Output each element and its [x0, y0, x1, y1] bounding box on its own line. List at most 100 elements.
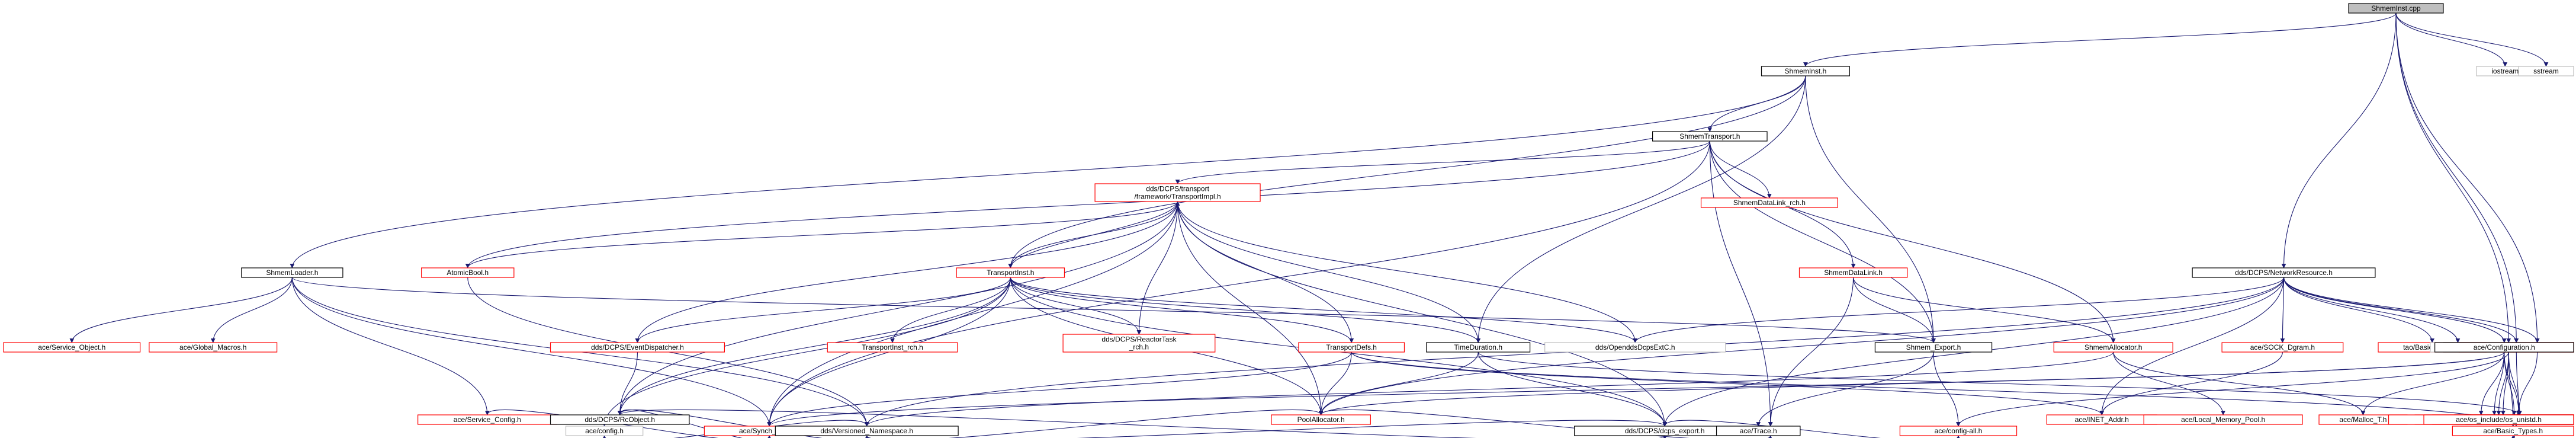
node-box	[565, 426, 644, 436]
node-box	[1094, 183, 1261, 202]
include-edge-shmemtransport-to-shmemdatalink_rch	[1709, 140, 1772, 199]
node-shmemdatalink: ShmemDataLink.h	[1798, 267, 1908, 278]
node-transportimpl: dds/DCPS/transport/framework/TransportIm…	[1094, 183, 1261, 202]
node-label: Shmem_Export.h	[1906, 343, 1961, 351]
include-edge-netres-to-sstring	[2283, 277, 2540, 343]
include-edge-transportdefs-to-poolallocator	[1318, 351, 1352, 415]
include-edge-transportimpl-to-eventdispatcher	[635, 201, 1178, 343]
include-edge-shmemtransport-to-shmemallocator	[1709, 140, 2116, 343]
include-edge-timeduration-to-poolallocator	[1318, 351, 1479, 415]
node-config_all: ace/config-all.h	[1899, 426, 2018, 436]
node-label: ShmemAllocator.h	[2084, 343, 2142, 351]
node-box	[241, 267, 343, 278]
node-timeduration[interactable]: TimeDuration.h	[1426, 342, 1531, 353]
include-edge-transportimpl-to-synch_traits	[767, 201, 1178, 427]
include-edge-shmemloader-to-shmem_export	[291, 277, 1936, 343]
node-shmeminst_h[interactable]: ShmemInst.h	[1761, 66, 1850, 76]
node-label: ShmemInst.h	[1785, 67, 1827, 75]
node-label: TransportInst.h	[987, 268, 1034, 277]
include-edge-service_config-to-synch_traits	[487, 409, 772, 438]
node-local_memory_pool: ace/Local_Memory_Pool.h	[2143, 414, 2303, 425]
node-label: ace/os_include/os_unistd.h	[2456, 415, 2542, 424]
node-shmemtransport[interactable]: ShmemTransport.h	[1652, 131, 1768, 142]
include-edge-root-to-os_ns_unistd	[2395, 12, 2511, 343]
include-edge-sstring-to-sstringfwd	[2516, 351, 2538, 415]
node-box	[1271, 414, 1371, 425]
node-label: PoolAllocator.h	[1297, 415, 1345, 424]
include-edge-rcobject-to-versioned_ns	[619, 410, 869, 438]
include-edge-transportimpl-to-dcps_export	[1177, 201, 1668, 427]
node-box	[2348, 3, 2444, 14]
include-edge-shmemdatalink-to-shmemallocator	[1853, 277, 2116, 343]
include-edge-transportinst-to-rcobject	[617, 277, 1011, 415]
include-edge-shmemtransport-to-synch_traits	[767, 140, 1710, 427]
node-label: ShmemInst.cpp	[2371, 4, 2421, 12]
node-box	[2452, 426, 2574, 436]
include-edge-transportinst-to-ace_config	[602, 277, 1011, 427]
node-label: ace/Service_Object.h	[38, 343, 105, 351]
node-label: dds/DCPS/EventDispatcher.h	[591, 343, 684, 351]
include-edge-transportdefs-to-synch_traits	[767, 351, 1352, 427]
include-edge-netres-to-sock_dgram	[2280, 277, 2285, 343]
include-edge-transportinst-to-transportdefs	[1010, 277, 1354, 343]
include-edge-poolallocator-to-versioned_ns	[865, 409, 1322, 438]
include-edge-transportimpl-to-poolallocator	[1177, 201, 1324, 415]
include-edge-shmemtransport-to-atomicbool	[465, 140, 1710, 268]
node-box	[2192, 267, 2376, 278]
include-edge-shmemloader-to-global_macros	[210, 277, 293, 343]
node-global_macros: ace/Global_Macros.h	[149, 342, 278, 353]
include-edge-shmem_export-to-config_all	[1933, 351, 1961, 427]
include-edge-time_value-to-basic_types_ace	[2510, 409, 2520, 438]
include-edge-configuration-to-malloc_t	[2360, 351, 2505, 415]
include-edge-root-to-netres	[2281, 12, 2397, 268]
node-label: dds/DCPS/ReactorTask	[1101, 335, 1177, 344]
node-label: ace/Service_Config.h	[454, 415, 521, 424]
node-ace_config: ace/config.h	[565, 426, 644, 436]
node-atomicbool: AtomicBool.h	[421, 267, 515, 278]
include-edge-shmemloader-to-service_config	[291, 277, 490, 415]
node-ace_trace[interactable]: ace/Trace.h	[1716, 426, 1801, 436]
include-edge-sstringfwd-to-basic_types_ace	[2510, 409, 2519, 438]
include-edge-timeduration-to-dcps_export	[1477, 351, 1668, 427]
node-shmemdatalink_rch: ShmemDataLink_rch.h	[1700, 197, 1838, 208]
node-box	[2053, 342, 2173, 353]
node-label: sstream	[2533, 67, 2559, 75]
node-shmemloader[interactable]: ShmemLoader.h	[241, 267, 343, 278]
node-shmem_export[interactable]: Shmem_Export.h	[1874, 342, 1993, 353]
include-edge-dcps_export-to-versioned_ns	[865, 420, 1665, 438]
node-label: dds/DCPS/RcObject.h	[584, 415, 655, 424]
include-edge-netres-to-poolallocator	[1318, 277, 2285, 415]
node-box	[2518, 66, 2574, 76]
node-label: ace/INET_Addr.h	[2075, 415, 2129, 424]
node-poolallocator: PoolAllocator.h	[1271, 414, 1371, 425]
node-service_config: ace/Service_Config.h	[417, 414, 557, 425]
node-box	[775, 426, 959, 436]
node-box	[1761, 66, 1850, 76]
include-edge-root-to-iostream	[2395, 12, 2508, 67]
node-label: dds/DCPS/dcps_export.h	[1625, 427, 1705, 435]
node-versioned_ns[interactable]: dds/Versioned_Namespace.h	[775, 426, 959, 436]
node-label: ShmemTransport.h	[1679, 132, 1740, 140]
include-edge-transportinst-to-transportimpl	[1010, 201, 1180, 268]
node-box	[3, 342, 141, 353]
node-box	[1874, 342, 1993, 353]
node-configuration[interactable]: ace/Configuration.h	[2434, 342, 2574, 353]
node-label: dds/DCPS/NetworkResource.h	[2235, 268, 2333, 277]
node-box	[149, 342, 278, 353]
node-eventdispatcher: dds/DCPS/EventDispatcher.h	[550, 342, 725, 353]
include-edge-shmemtransport-to-transportimpl	[1175, 140, 1710, 184]
node-box	[1652, 131, 1768, 142]
node-netres[interactable]: dds/DCPS/NetworkResource.h	[2192, 267, 2376, 278]
node-transportinst: TransportInst.h	[956, 267, 1065, 278]
include-edge-configuration-to-poolallocator	[1319, 351, 2505, 415]
node-inet_addr: ace/INET_Addr.h	[2046, 414, 2157, 425]
include-edge-shmemloader-to-service_object	[69, 277, 293, 343]
node-label: dds/Versioned_Namespace.h	[820, 427, 913, 435]
node-rcobject[interactable]: dds/DCPS/RcObject.h	[550, 414, 690, 425]
include-edge-shmemallocator-to-local_memory_pool	[2113, 351, 2225, 415]
include-edge-shmemallocator-to-malloc_t	[2113, 351, 2366, 415]
node-label: iostream	[2491, 67, 2519, 75]
include-edge-transportimpl-to-atomicbool	[465, 201, 1178, 268]
node-dcps_export[interactable]: dds/DCPS/dcps_export.h	[1574, 426, 1756, 436]
